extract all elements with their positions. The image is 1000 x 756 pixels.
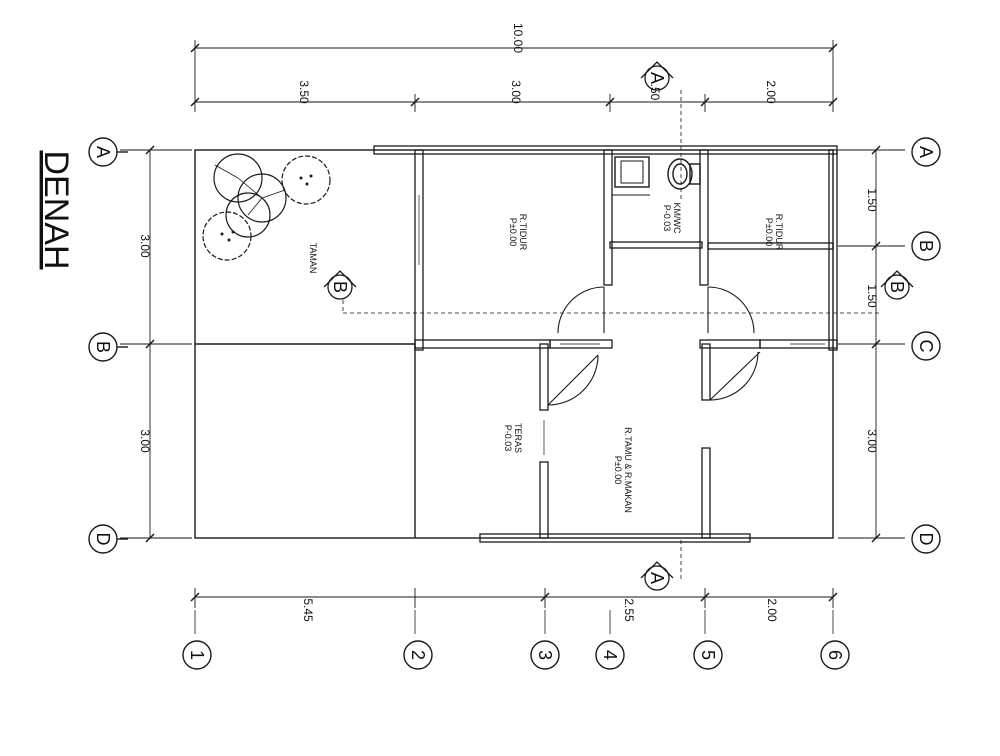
column-extension-lines <box>194 610 834 634</box>
section-a-top-label: A <box>647 72 667 84</box>
section-marker-b-right <box>880 270 914 300</box>
dim-top-3: .50 <box>648 84 662 101</box>
grid-bubbles-right <box>911 137 941 554</box>
dim-bottom-1: 5.45 <box>301 598 315 622</box>
grid-left-D: D <box>93 533 113 546</box>
grid-right-C: C <box>916 340 936 353</box>
dim-bottom-2: 2.55 <box>622 598 636 622</box>
grid-left-B: B <box>93 341 113 353</box>
grid-bubbles-bottom <box>182 640 850 670</box>
dim-left-1: 3.00 <box>138 234 152 258</box>
dim-right-3: 3.00 <box>865 429 879 453</box>
room-teras-name: TERAS <box>513 423 523 453</box>
tree-dots <box>220 174 313 242</box>
grid-col-5: 5 <box>698 650 718 660</box>
grid-col-3: 3 <box>535 650 555 660</box>
section-marker-b-left <box>323 270 880 314</box>
dim-left-2: 3.00 <box>138 429 152 453</box>
room-kmwc-name: KM/WC <box>672 203 682 234</box>
section-b-left-label: B <box>330 281 350 293</box>
grid-left-A: A <box>93 146 113 158</box>
room-tidur2-level: P±0.00 <box>764 218 774 246</box>
tree-icon <box>202 153 331 261</box>
section-b-right-label: B <box>887 281 907 293</box>
walls <box>373 145 838 543</box>
grid-col-6: 6 <box>825 650 845 660</box>
grid-bubbles-left <box>88 137 128 554</box>
room-tidur1-name: R.TIDUR <box>518 214 528 251</box>
left-dimensions <box>120 145 192 543</box>
dim-top-4: 2.00 <box>764 80 778 104</box>
grid-right-D: D <box>916 533 936 546</box>
section-a-bottom-label: A <box>647 572 667 584</box>
right-dimensions <box>838 145 905 543</box>
dim-total: 10.00 <box>511 23 525 53</box>
grid-right-B: B <box>916 240 936 252</box>
room-tidur1-level: P±0.00 <box>508 218 518 246</box>
room-kmwc-level: P-0.03 <box>662 205 672 232</box>
section-marker-a-top <box>640 61 682 200</box>
toilet-icon <box>614 156 701 190</box>
dim-right-1: 1.50 <box>865 188 879 212</box>
grid-right-A: A <box>916 146 936 158</box>
dim-top-1: 3.50 <box>297 80 311 104</box>
grid-col-2: 2 <box>408 650 428 660</box>
room-tamu-name: R.TAMU & R.MAKAN <box>623 427 633 513</box>
dim-right-2: 1.50 <box>865 284 879 308</box>
section-marker-a-bottom <box>640 540 682 591</box>
plan-title: DENAH <box>37 150 75 269</box>
room-tamu-level: P±0.00 <box>613 456 623 484</box>
dim-top-2: 3.00 <box>509 80 523 104</box>
bottom-dimensions <box>190 588 838 608</box>
dim-bottom-3: 2.00 <box>765 598 779 622</box>
room-taman-name: TAMAN <box>308 243 318 274</box>
room-teras-level: P-0.03 <box>503 425 513 452</box>
grid-col-1: 1 <box>187 650 207 660</box>
grid-col-4: 4 <box>600 650 620 660</box>
site-outline <box>194 149 834 539</box>
doors <box>547 194 761 406</box>
windows <box>418 165 834 455</box>
top-dimensions <box>190 40 838 112</box>
room-tidur2-name: R.TIDUR <box>774 214 784 251</box>
